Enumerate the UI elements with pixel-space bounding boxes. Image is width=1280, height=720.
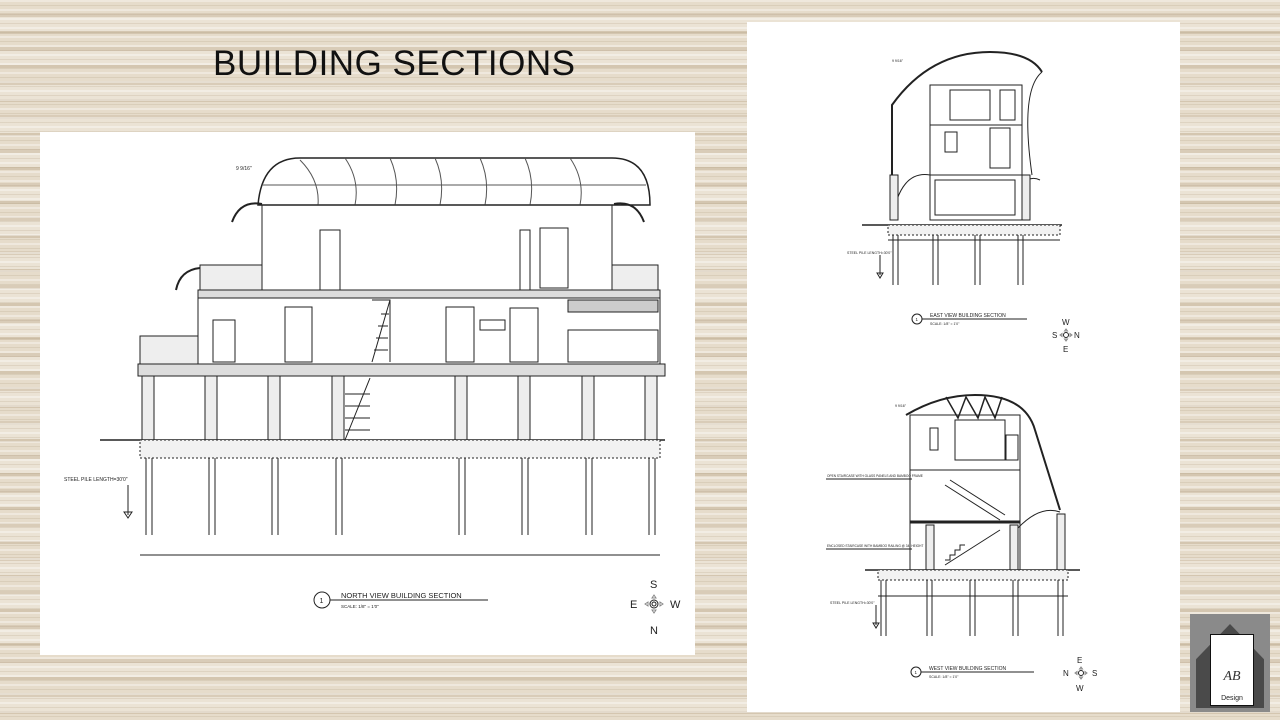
svg-text:W: W bbox=[1076, 684, 1084, 693]
east-west-sections-sheet: STEEL PILE LENGTH=30'0" 9 9/16" 1 EAST V… bbox=[747, 22, 1180, 712]
roof-dimension: 9 9/16" bbox=[236, 166, 252, 172]
north-section-drawing: STEEL PILE LENGTH=30'0" 9 9/16" 1 NORTH … bbox=[64, 157, 681, 637]
section-scale: SCALE: 1/8" = 1'0" bbox=[341, 604, 379, 609]
compass-rose-icon: W S N E bbox=[1052, 318, 1080, 354]
section-caption: WEST VIEW BUILDING SECTION bbox=[929, 666, 1007, 672]
section-scale: SCALE: 1/8" = 1'0" bbox=[930, 322, 960, 326]
pile-length-note: STEEL PILE LENGTH=30'0" bbox=[847, 251, 892, 255]
compass-rose-icon: E N S W bbox=[1063, 656, 1097, 693]
svg-text:S: S bbox=[1052, 331, 1057, 340]
pile-length-note: STEEL PILE LENGTH=30'0" bbox=[830, 601, 875, 605]
pile-length-note: STEEL PILE LENGTH=30'0" bbox=[64, 477, 128, 483]
slide-title: BUILDING SECTIONS bbox=[213, 44, 576, 83]
east-section-drawing: STEEL PILE LENGTH=30'0" 9 9/16" 1 EAST V… bbox=[847, 50, 1080, 354]
staircase-note-lower: ENCLOSED STAIRCASE WITH BAMBOO RAILING @… bbox=[827, 544, 923, 548]
west-section-drawing: OPEN STAIRCASE WITH GLASS PANELS AND BAM… bbox=[826, 393, 1097, 693]
logo-text: Design bbox=[1221, 695, 1243, 702]
section-caption: NORTH VIEW BUILDING SECTION bbox=[341, 591, 462, 600]
svg-text:1: 1 bbox=[915, 670, 918, 675]
svg-text:W: W bbox=[1062, 318, 1070, 327]
svg-text:W: W bbox=[670, 599, 681, 611]
svg-text:E: E bbox=[1077, 656, 1082, 665]
ab-design-logo: AB Design bbox=[1190, 614, 1270, 712]
svg-text:N: N bbox=[650, 625, 658, 637]
section-scale: SCALE: 1/8" = 1'0" bbox=[929, 675, 959, 679]
svg-text:S: S bbox=[650, 579, 657, 591]
svg-text:1: 1 bbox=[916, 317, 919, 322]
logo-monogram: AB bbox=[1223, 669, 1241, 684]
section-number: 1 bbox=[320, 598, 324, 605]
roof-dimension: 9 9/16" bbox=[895, 404, 907, 408]
staircase-note-upper: OPEN STAIRCASE WITH GLASS PANELS AND BAM… bbox=[827, 474, 923, 478]
svg-text:E: E bbox=[630, 599, 637, 611]
compass-rose-icon: S E W N bbox=[630, 579, 681, 637]
svg-text:N: N bbox=[1063, 669, 1069, 678]
section-caption: EAST VIEW BUILDING SECTION bbox=[930, 313, 1006, 319]
svg-text:E: E bbox=[1063, 345, 1068, 354]
north-section-sheet: STEEL PILE LENGTH=30'0" 9 9/16" 1 NORTH … bbox=[40, 132, 695, 655]
svg-text:N: N bbox=[1074, 331, 1080, 340]
roof-dimension: 9 9/16" bbox=[892, 59, 904, 63]
svg-text:S: S bbox=[1092, 669, 1097, 678]
